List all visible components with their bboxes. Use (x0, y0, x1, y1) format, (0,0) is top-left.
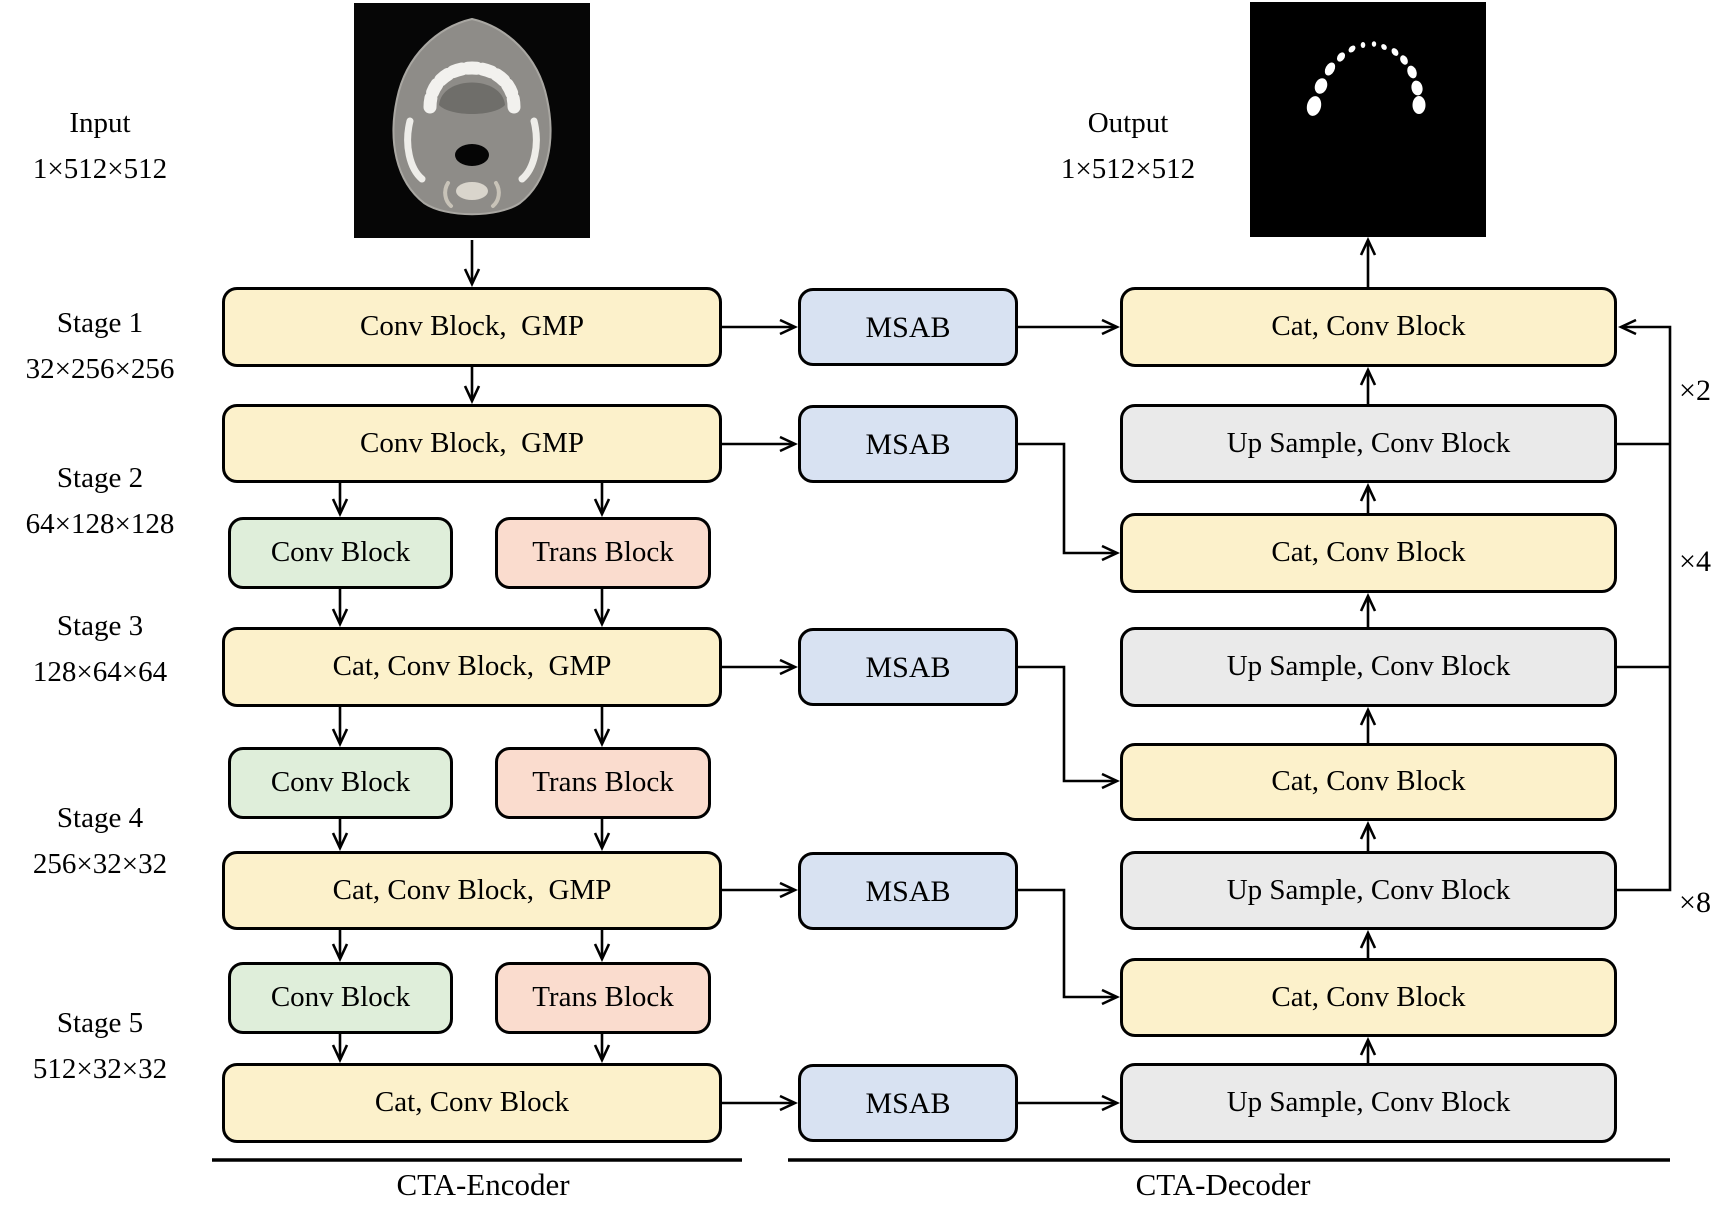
encoder-title: CTA-Encoder (396, 1167, 570, 1202)
msab-block-1: MSAB (798, 288, 1018, 366)
decoder-row-6-upsample: Up Sample, Conv Block (1120, 851, 1617, 930)
encoder-stage4-block: Cat, Conv Block, GMP (222, 851, 722, 930)
scale-factor-x4: ×4 (1679, 545, 1711, 578)
input-label-dims: 1×512×512 (32, 153, 168, 185)
decoder-row-3-cat-conv: Cat, Conv Block (1120, 513, 1617, 593)
decoder-row-5-cat-conv: Cat, Conv Block (1120, 743, 1617, 821)
trans-branch-1: Trans Block (495, 517, 711, 589)
msab-to-decoder-arrows (1018, 327, 1116, 1103)
stage2-label: Stage 2 64×128×128 (0, 455, 200, 547)
encoder-stage1-block: Conv Block, GMP (222, 287, 722, 367)
stage2-dims: 64×128×128 (25, 508, 175, 540)
input-label: Input 1×512×512 (0, 100, 200, 192)
teeth-mask-graphic (1250, 2, 1486, 237)
stage5-name: Stage 5 (56, 1007, 144, 1039)
conv-branch-2: Conv Block (228, 747, 453, 819)
msab-block-2: MSAB (798, 405, 1018, 483)
output-label-dims: 1×512×512 (1060, 153, 1196, 185)
stage4-name: Stage 4 (56, 802, 144, 834)
output-label-title: Output (1087, 107, 1169, 139)
scale-factor-x2: ×2 (1679, 374, 1711, 407)
decoder-row-7-cat-conv: Cat, Conv Block (1120, 958, 1617, 1037)
decoder-row-4-upsample: Up Sample, Conv Block (1120, 627, 1617, 707)
encoder-stage2-block: Conv Block, GMP (222, 404, 722, 483)
output-mask-image (1250, 2, 1486, 242)
input-ct-image (354, 3, 590, 243)
trans-branch-3: Trans Block (495, 962, 711, 1034)
stage2-name: Stage 2 (56, 462, 144, 494)
input-label-title: Input (69, 107, 131, 139)
conv-branch-1: Conv Block (228, 517, 453, 589)
stage1-name: Stage 1 (56, 307, 144, 339)
decoder-title: CTA-Decoder (1135, 1167, 1311, 1202)
conv-branch-3: Conv Block (228, 962, 453, 1034)
output-label: Output 1×512×512 (1028, 100, 1228, 192)
msab-block-4: MSAB (798, 852, 1018, 930)
encoder-flow-arrows (340, 240, 602, 1059)
decoder-row-2-upsample: Up Sample, Conv Block (1120, 404, 1617, 483)
stage5-dims: 512×32×32 (32, 1053, 168, 1085)
upsample-bus-lines (1617, 327, 1672, 892)
encoder-stage5-block: Cat, Conv Block (222, 1063, 722, 1143)
stage4-label: Stage 4 256×32×32 (0, 795, 200, 887)
ct-slice-graphic (354, 3, 590, 238)
encoder-stage3-block: Cat, Conv Block, GMP (222, 627, 722, 707)
decoder-row-1-cat-conv: Cat, Conv Block (1120, 287, 1617, 367)
msab-block-5: MSAB (798, 1064, 1018, 1142)
stage3-dims: 128×64×64 (32, 656, 168, 688)
stage1-dims: 32×256×256 (25, 353, 175, 385)
msab-block-3: MSAB (798, 628, 1018, 706)
stage1-label: Stage 1 32×256×256 (0, 300, 200, 392)
stage4-dims: 256×32×32 (32, 848, 168, 880)
stage3-label: Stage 3 128×64×64 (0, 603, 200, 695)
trans-branch-2: Trans Block (495, 747, 711, 819)
encoder-to-msab-arrows (722, 327, 794, 1103)
stage5-label: Stage 5 512×32×32 (0, 1000, 200, 1092)
decoder-row-8-upsample: Up Sample, Conv Block (1120, 1063, 1617, 1143)
scale-factor-x8: ×8 (1679, 886, 1711, 919)
stage3-name: Stage 3 (56, 610, 144, 642)
